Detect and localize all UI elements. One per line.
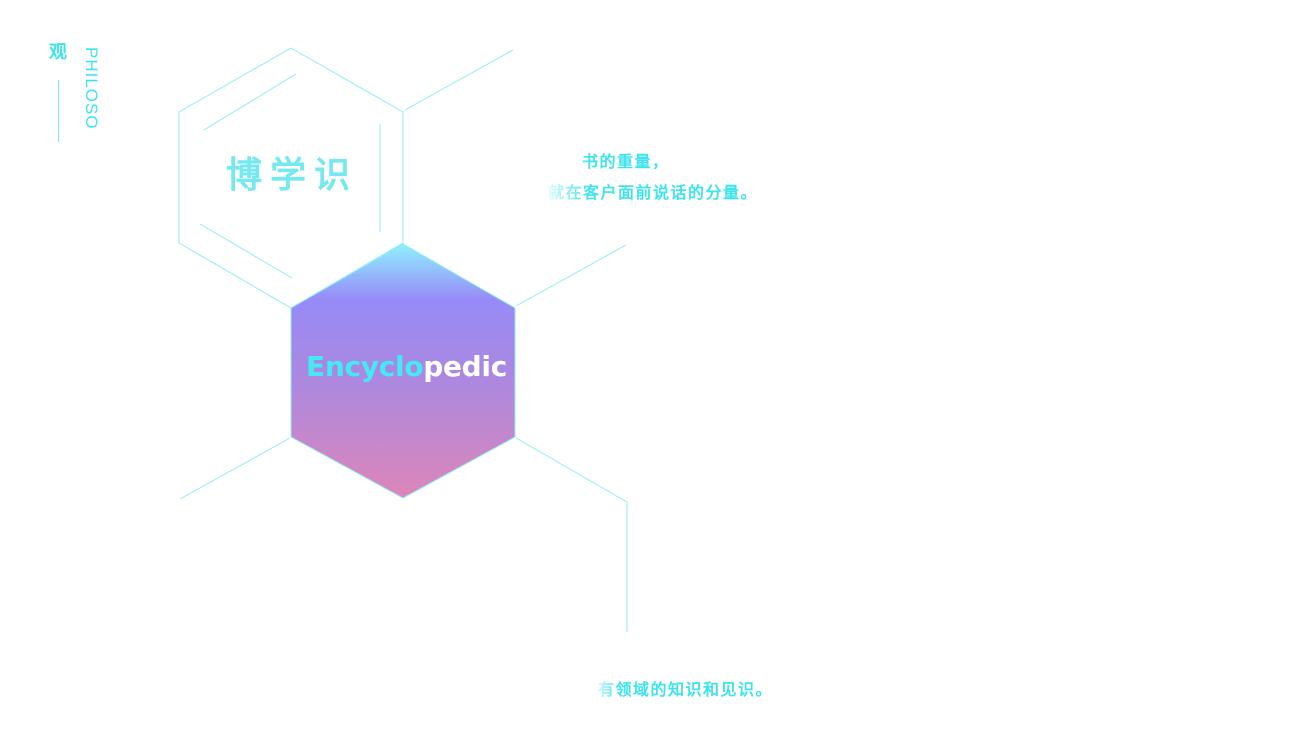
connector-lower-right bbox=[515, 437, 628, 632]
hexagon-word: Encyclopedic bbox=[306, 350, 508, 383]
connector-mid-right bbox=[515, 244, 627, 307]
connector-lower-left bbox=[179, 437, 291, 500]
inner-line-top bbox=[203, 73, 297, 131]
text-fade-upper bbox=[540, 146, 590, 208]
text-line-1: 书的重量， bbox=[582, 152, 670, 171]
hexagon-title: 博学识 bbox=[226, 155, 359, 196]
gradient-hexagon bbox=[290, 243, 516, 499]
side-chinese-char: 观 bbox=[49, 42, 67, 63]
hexagon-word-part2: pedic bbox=[423, 350, 508, 383]
hexagon-word-part1: Encyclo bbox=[306, 350, 424, 383]
side-divider bbox=[58, 80, 59, 142]
text-fade-lower bbox=[592, 676, 618, 704]
text-line-3: 有领域的知识和见识。 bbox=[598, 680, 774, 699]
text-block-lower: 有领域的知识和见识。 bbox=[598, 674, 773, 705]
text-block-upper: 书的重量， 就在客户面前说话的分量。 bbox=[548, 146, 758, 208]
text-line-2: 就在客户面前说话的分量。 bbox=[548, 183, 759, 202]
connector-top-right bbox=[404, 49, 514, 111]
inner-line-bottom bbox=[199, 223, 293, 279]
side-vertical-label: PHILOSOPHY bbox=[82, 47, 101, 129]
